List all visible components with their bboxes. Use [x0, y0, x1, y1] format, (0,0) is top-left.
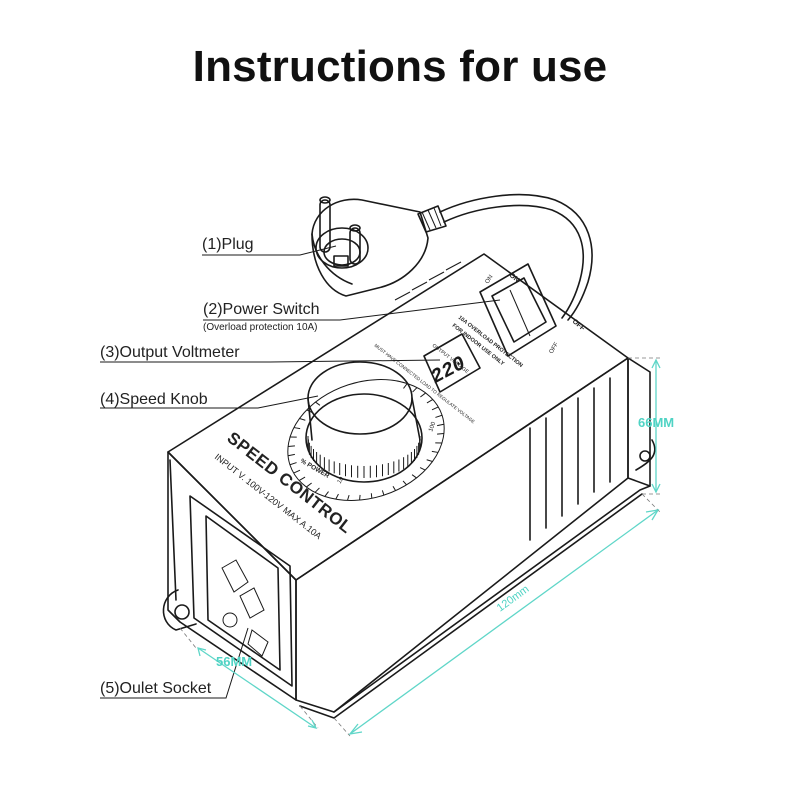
label-plug: (1)Plug	[202, 236, 254, 253]
switch-on-mark: ON	[485, 274, 495, 285]
scale-tick	[290, 436, 297, 438]
power-switch: ON OFF ON OFF 10A OVERLOAD PROTECTION FO…	[451, 263, 587, 369]
scale-tick	[426, 399, 434, 404]
label-speed-knob: (4)Speed Knob	[100, 391, 208, 408]
voltmeter-display: 220 OUTPUT VOLTAGE MUST HAVE CONNECTED L…	[373, 333, 481, 424]
scale-tick	[431, 406, 439, 411]
scale-min-label: 10	[337, 476, 346, 485]
speed-knob: % POWER 10 100	[287, 361, 445, 501]
scale-tick	[419, 467, 426, 471]
scale-tick	[314, 487, 320, 493]
dimension-lines	[179, 357, 662, 737]
label-power-switch: (2)Power Switch	[203, 301, 319, 318]
scale-tick	[411, 474, 417, 479]
dimension-width: 56MM	[216, 654, 252, 669]
scale-tick	[315, 401, 321, 406]
scale-tick	[359, 494, 361, 501]
label-overload-note: (Overload protection 10A)	[203, 322, 318, 333]
label-voltmeter: (3)Output Voltmeter	[100, 344, 240, 361]
scale-tick	[287, 453, 295, 457]
label-outlet: (5)Oulet Socket	[100, 680, 212, 697]
leader-lines	[100, 245, 501, 699]
scale-tick	[403, 383, 408, 389]
page-title: Instructions for use	[192, 42, 608, 91]
scale-tick	[324, 491, 329, 497]
scale-tick	[392, 485, 397, 491]
scale-tick	[288, 445, 295, 447]
scale-tick	[293, 427, 301, 430]
dimension-height: 66MM	[638, 415, 674, 430]
scale-tick	[437, 423, 445, 427]
scale-tick	[412, 387, 418, 393]
switch-off-mark: OFF	[549, 341, 561, 355]
scale-tick	[370, 493, 373, 499]
scale-tick	[289, 462, 297, 466]
scale-tick	[306, 482, 312, 488]
scale-tick	[431, 450, 439, 453]
switch-off-label: OFF	[571, 318, 587, 333]
scale-tick	[293, 469, 301, 474]
scale-tick	[381, 490, 385, 496]
scale-tick	[346, 494, 350, 501]
scale-tick	[299, 418, 306, 421]
scale-tick	[437, 433, 444, 435]
scale-tick	[426, 459, 433, 462]
scale-tick	[420, 392, 426, 398]
knob-knurl	[307, 436, 421, 478]
power-cord	[417, 193, 593, 321]
switch-on-label: ON	[508, 272, 521, 284]
scale-tick	[402, 480, 407, 486]
plug-icon	[311, 196, 429, 297]
power-scale-ticks	[287, 383, 445, 501]
scale-tick	[335, 493, 339, 500]
outlet-socket-icon	[189, 495, 293, 687]
scale-max-label: 100	[428, 421, 437, 433]
scale-tick	[435, 414, 443, 418]
scale-tick	[435, 442, 442, 444]
scale-tick	[298, 476, 306, 481]
